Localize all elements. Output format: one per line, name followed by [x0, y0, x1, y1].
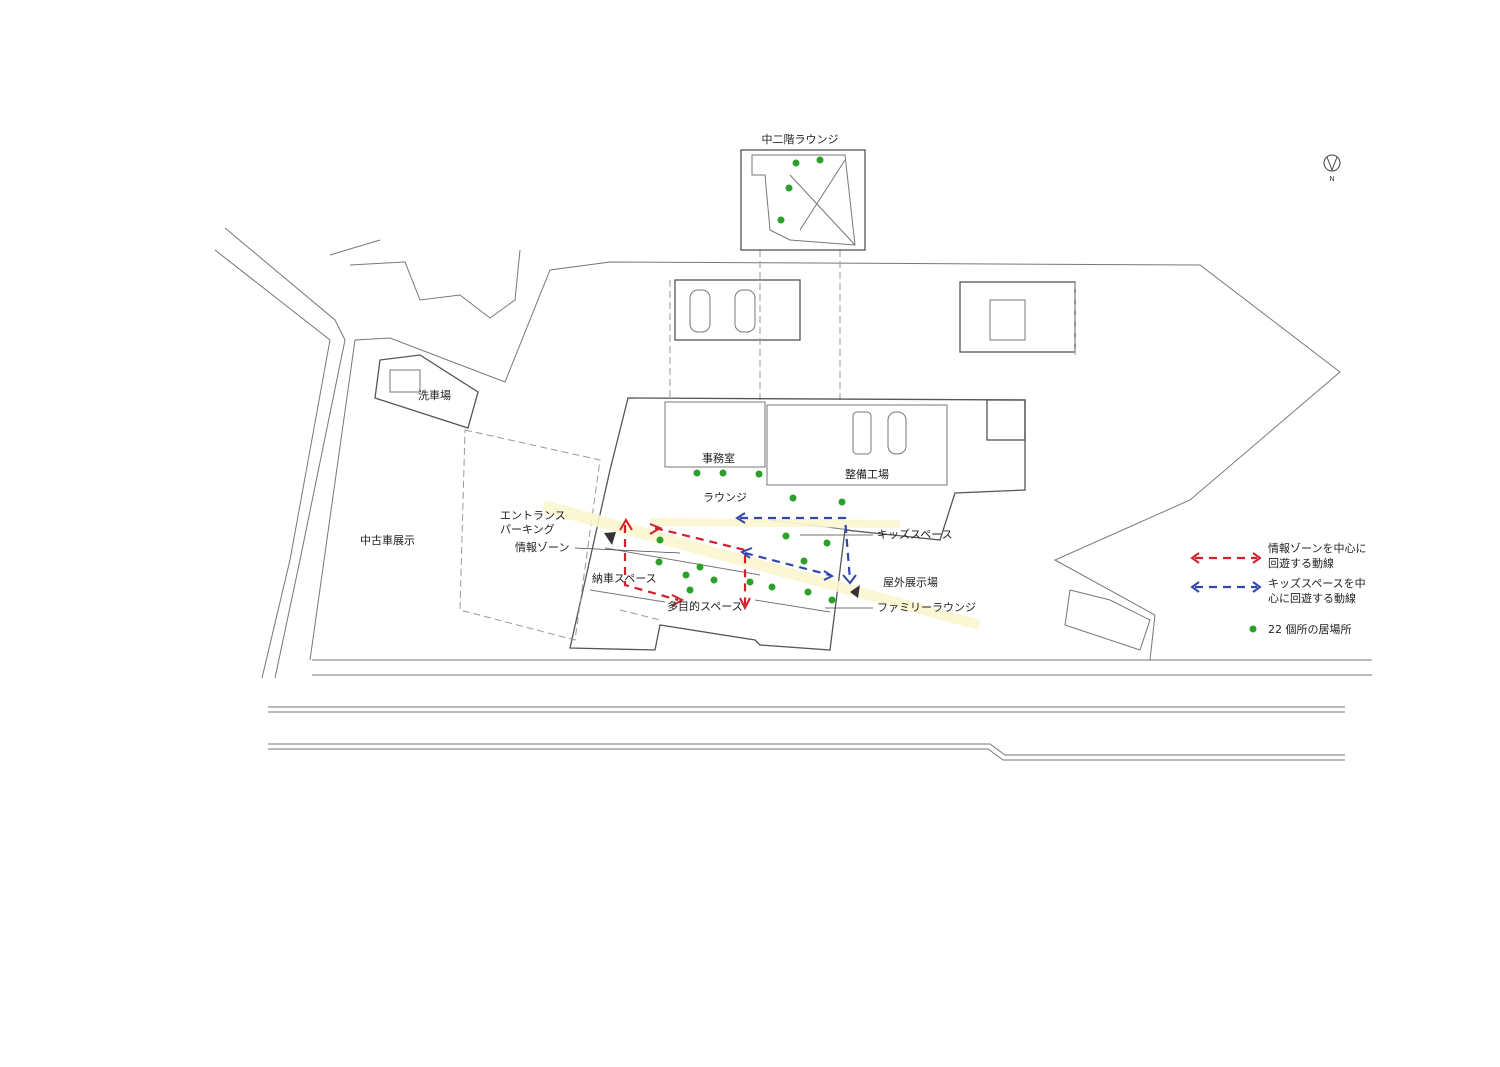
- label-office: 事務室: [702, 451, 735, 465]
- roads: [214, 227, 1372, 761]
- red-circulation-arrow: [619, 518, 751, 611]
- label-car-wash: 洗車場: [418, 388, 451, 402]
- legend-blue-line2: 心に回遊する動線: [1268, 591, 1356, 605]
- leader-lines: [574, 532, 873, 609]
- label-workshop: 整備工場: [845, 467, 889, 481]
- legend-red-line2: 回遊する動線: [1268, 556, 1334, 570]
- label-multipurpose: 多目的スペース: [667, 599, 743, 613]
- site-boundary: [309, 261, 1341, 661]
- label-entrance: エントランス: [500, 509, 566, 522]
- label-used-car: 中古車展示: [360, 533, 415, 547]
- blue-circulation-arrow: [735, 512, 857, 585]
- north-label: N: [1329, 175, 1334, 183]
- legend-blue-line1: キッズスペースを中: [1268, 576, 1366, 590]
- legend-dot: 22 個所の居場所: [1268, 623, 1352, 636]
- label-parking: パーキング: [500, 522, 555, 536]
- main-building: [459, 397, 1151, 651]
- top-structures: [669, 250, 1076, 400]
- legend-red-line1: 情報ゾーンを中心に: [1268, 542, 1366, 555]
- label-family: ファミリーラウンジ: [877, 601, 976, 614]
- car-wash: [374, 354, 479, 429]
- label-mezzanine: 中二階ラウンジ: [762, 132, 839, 146]
- label-outdoor: 屋外展示場: [883, 576, 938, 589]
- seating-spots: [655, 156, 846, 604]
- label-kids: キッズスペース: [877, 527, 953, 541]
- legend: 情報ゾーンを中心に 回遊する動線 キッズスペースを中 心に回遊する動線 22 個…: [1190, 542, 1366, 636]
- north-arrow-icon: N: [1323, 154, 1341, 183]
- label-info-zone: 情報ゾーン: [515, 541, 569, 554]
- label-lounge: ラウンジ: [703, 491, 747, 504]
- mezzanine-lounge-plan: [740, 149, 866, 251]
- label-delivery: 納車スペース: [592, 571, 657, 585]
- neighbor-buildings: [329, 239, 521, 319]
